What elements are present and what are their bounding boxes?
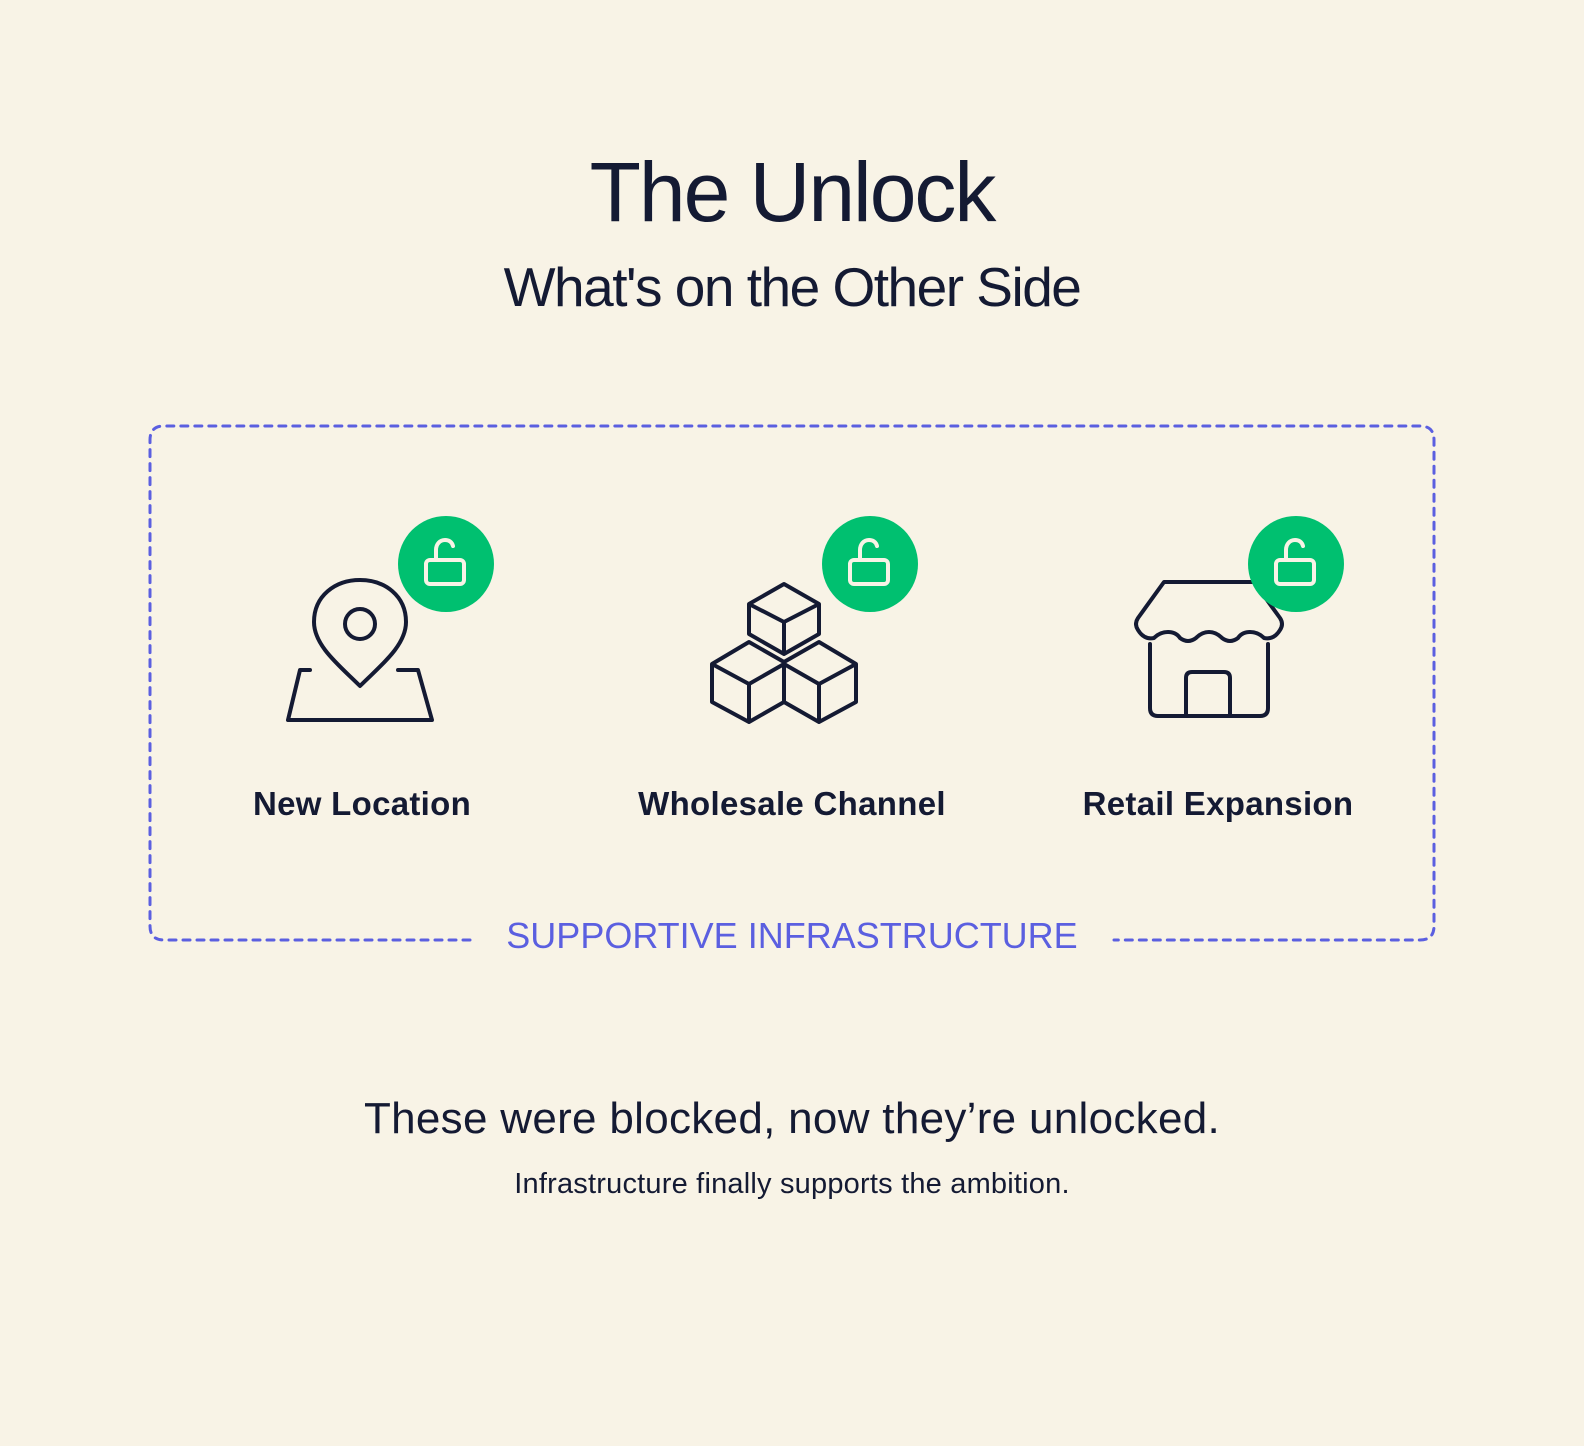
map-pin-icon <box>286 578 434 722</box>
storefront-icon <box>1134 580 1284 718</box>
unlock-icon <box>848 537 890 586</box>
card-label-wholesale-channel: Wholesale Channel <box>638 785 946 822</box>
footer-subline: Infrastructure finally supports the ambi… <box>514 1168 1070 1200</box>
unlock-badge <box>1248 516 1344 612</box>
page-subtitle: What's on the Other Side <box>503 256 1082 318</box>
cubes-icon <box>710 582 858 724</box>
unlock-badge <box>822 516 918 612</box>
card-label-new-location: New Location <box>252 785 472 822</box>
footer-headline: These were blocked, now they’re unlocked… <box>363 1094 1221 1143</box>
unlock-icon <box>424 537 466 586</box>
card-label-retail-expansion: Retail Expansion <box>1082 785 1354 822</box>
page-title: The Unlock <box>589 145 997 239</box>
frame-label: SUPPORTIVE INFRASTRUCTURE <box>506 915 1078 956</box>
unlock-badge <box>398 516 494 612</box>
unlock-icon <box>1274 537 1316 586</box>
